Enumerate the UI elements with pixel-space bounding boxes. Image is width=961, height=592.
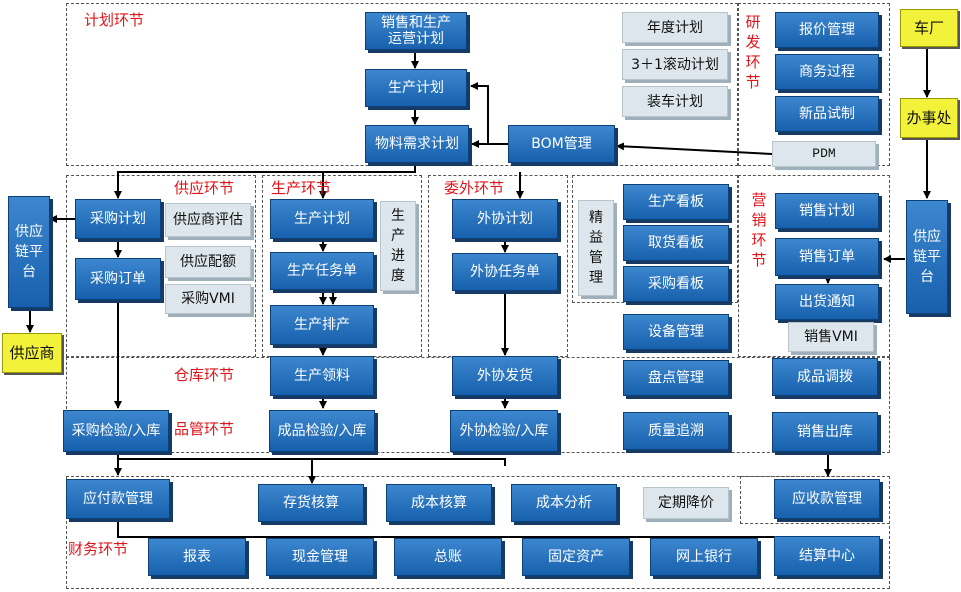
outsource-plan-box[interactable]: 外协计划 bbox=[452, 199, 558, 239]
cost-analysis-box[interactable]: 成本分析 bbox=[511, 484, 617, 522]
section-rd-label: 研发环节 bbox=[745, 13, 761, 91]
production-plan-box[interactable]: 生产计划 bbox=[365, 69, 467, 107]
report-box[interactable]: 报表 bbox=[148, 538, 246, 576]
purchase-kanban-box[interactable]: 采购看板 bbox=[623, 266, 729, 302]
supplier-quota-box[interactable]: 供应配额 bbox=[165, 246, 251, 278]
payable-box[interactable]: 应付款管理 bbox=[66, 479, 170, 519]
sales-office-box[interactable]: 办事处 bbox=[900, 98, 958, 138]
production-kanban-box[interactable]: 生产看板 bbox=[623, 184, 729, 220]
quotation-box[interactable]: 报价管理 bbox=[775, 12, 879, 48]
annual-plan-box[interactable]: 年度计划 bbox=[622, 12, 728, 43]
stocktake-box[interactable]: 盘点管理 bbox=[623, 360, 729, 396]
section-outsource-label: 委外环节 bbox=[444, 179, 505, 197]
general-ledger-box[interactable]: 总账 bbox=[394, 538, 502, 576]
supplier-eval-box[interactable]: 供应商评估 bbox=[165, 203, 251, 237]
lean-zone bbox=[572, 175, 738, 303]
prod-pick-box[interactable]: 生产领料 bbox=[270, 356, 374, 396]
sales-vmi-box[interactable]: 销售VMI bbox=[788, 322, 874, 352]
receivable-box[interactable]: 应收款管理 bbox=[774, 479, 880, 519]
loading-plan-box[interactable]: 装车计划 bbox=[622, 86, 728, 117]
oem-box[interactable]: 车厂 bbox=[900, 9, 958, 47]
section-supply-label: 供应环节 bbox=[174, 179, 235, 197]
fg-inspect-box[interactable]: 成品检验/入库 bbox=[269, 410, 375, 452]
prod-task-box[interactable]: 生产任务单 bbox=[270, 252, 374, 290]
outsource-inspect-box[interactable]: 外协检验/入库 bbox=[450, 410, 558, 452]
settlement-center-box[interactable]: 结算中心 bbox=[774, 536, 880, 576]
fg-transfer-box[interactable]: 成品调拨 bbox=[772, 358, 878, 396]
lean-management-box[interactable]: 精益管理 bbox=[578, 200, 614, 296]
sales-outbound-box[interactable]: 销售出库 bbox=[772, 412, 878, 452]
section-warehouse-label: 仓库环节 bbox=[174, 366, 235, 384]
supply-zone bbox=[66, 175, 256, 357]
supply-chain-platform-right[interactable]: 供应链平台 bbox=[906, 200, 948, 314]
equipment-management-box[interactable]: 设备管理 bbox=[623, 314, 729, 350]
section-sales-label: 营销环节 bbox=[751, 191, 767, 269]
outsource-ship-box[interactable]: 外协发货 bbox=[452, 356, 558, 396]
fixed-assets-box[interactable]: 固定资产 bbox=[522, 538, 630, 576]
rolling-plan-box[interactable]: 3＋1滚动计划 bbox=[622, 49, 728, 80]
inventory-accounting-box[interactable]: 存货核算 bbox=[258, 484, 364, 522]
section-production-label: 生产环节 bbox=[271, 179, 332, 197]
section-quality-label: 品管环节 bbox=[174, 420, 235, 438]
price-reduction-box[interactable]: 定期降价 bbox=[643, 487, 729, 519]
prod-progress-box[interactable]: 生产进度 bbox=[380, 201, 416, 291]
section-plan-label: 计划环节 bbox=[84, 11, 145, 29]
trial-production-box[interactable]: 新品试制 bbox=[775, 96, 879, 132]
cash-management-box[interactable]: 现金管理 bbox=[266, 538, 374, 576]
receivable-zone bbox=[740, 476, 890, 524]
purchase-order-box[interactable]: 采购订单 bbox=[75, 258, 161, 300]
prod-plan-box[interactable]: 生产计划 bbox=[270, 199, 374, 239]
pdm-box[interactable]: PDM bbox=[772, 141, 876, 167]
sales-zone bbox=[738, 175, 890, 357]
sales-ops-plan-box[interactable]: 销售和生产运营计划 bbox=[365, 12, 467, 50]
supplier-box[interactable]: 供应商 bbox=[2, 333, 62, 373]
supply-chain-platform-left[interactable]: 供应链平台 bbox=[8, 196, 50, 308]
ship-notice-box[interactable]: 出货通知 bbox=[775, 284, 879, 320]
finance-zone bbox=[66, 476, 890, 589]
online-banking-box[interactable]: 网上银行 bbox=[650, 538, 758, 576]
business-process-box[interactable]: 商务过程 bbox=[775, 54, 879, 90]
prod-schedule-box[interactable]: 生产排产 bbox=[270, 305, 374, 345]
purchase-inspect-box[interactable]: 采购检验/入库 bbox=[63, 410, 169, 452]
sales-order-box[interactable]: 销售订单 bbox=[775, 238, 879, 276]
plan-zone bbox=[66, 3, 738, 166]
quality-trace-box[interactable]: 质量追溯 bbox=[623, 412, 729, 450]
outsource-task-box[interactable]: 外协任务单 bbox=[452, 253, 558, 291]
pickup-kanban-box[interactable]: 取货看板 bbox=[623, 225, 729, 261]
section-finance-label: 财务环节 bbox=[68, 540, 129, 558]
purchase-plan-box[interactable]: 采购计划 bbox=[75, 199, 161, 239]
bom-management-box[interactable]: BOM管理 bbox=[508, 125, 615, 163]
cost-accounting-box[interactable]: 成本核算 bbox=[386, 484, 492, 522]
purchase-vmi-box[interactable]: 采购VMI bbox=[165, 284, 251, 314]
mrp-box[interactable]: 物料需求计划 bbox=[365, 125, 469, 163]
sales-plan-box[interactable]: 销售计划 bbox=[775, 193, 879, 229]
